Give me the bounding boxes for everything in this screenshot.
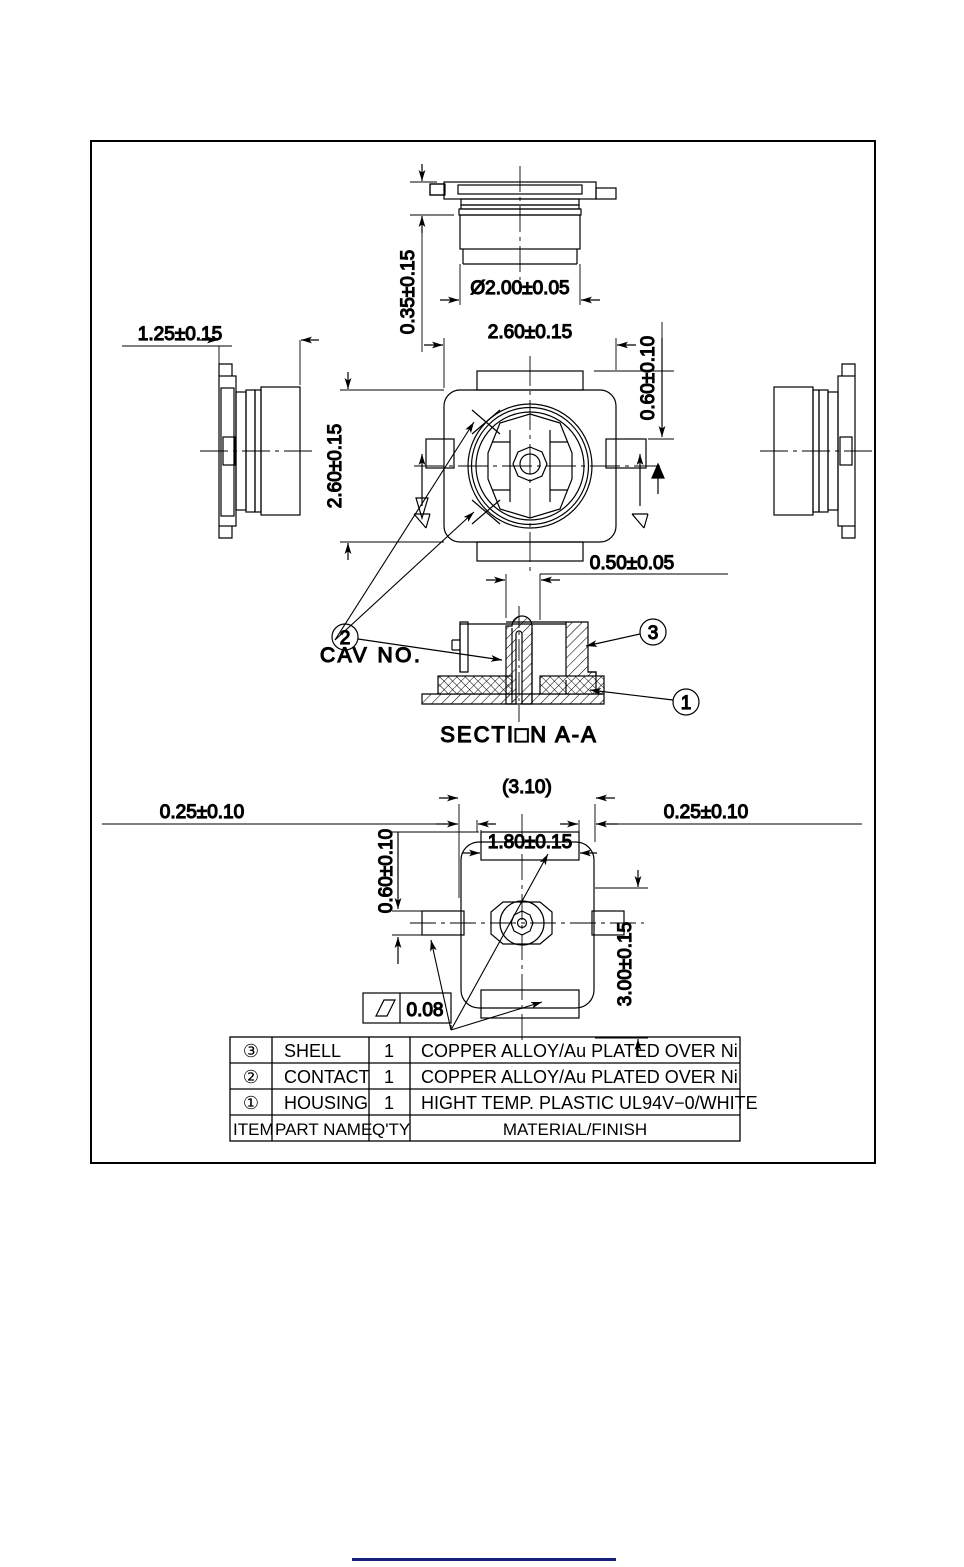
table-row-item: ① bbox=[243, 1093, 259, 1113]
dim-pad-right-label: 0.25±0.10 bbox=[664, 802, 748, 823]
dim-w260-leader bbox=[424, 338, 636, 388]
parts-table-grid bbox=[229, 1036, 741, 1142]
balloon-2-label: 2 bbox=[340, 628, 351, 649]
table-row-qty: 1 bbox=[384, 1093, 394, 1113]
table-row-material: COPPER ALLOY/Au PLATED OVER Ni bbox=[421, 1041, 738, 1061]
table-header-item: ITEM bbox=[233, 1120, 274, 1139]
dim-w260-label: 2.60±0.15 bbox=[488, 322, 572, 343]
dim-050-label: 0.50±0.05 bbox=[590, 553, 674, 574]
dim-310-label: (3.10) bbox=[502, 777, 552, 798]
balloon-2-group bbox=[331, 623, 503, 662]
dim-300-label: 3.00±0.15 bbox=[615, 922, 636, 1006]
table-header-qty: Q'TY bbox=[372, 1120, 410, 1139]
table-row-item: ③ bbox=[243, 1041, 259, 1061]
cav-no-label: CAV NO. bbox=[320, 644, 422, 667]
dim-pad-right-leader bbox=[560, 820, 862, 832]
footer-rule bbox=[352, 1558, 616, 1561]
table-header-material: MATERIAL/FINISH bbox=[503, 1120, 647, 1139]
table-row-qty: 1 bbox=[384, 1067, 394, 1087]
dim-d200-label: Ø2.00±0.05 bbox=[470, 278, 569, 299]
dim-310-leader bbox=[439, 794, 615, 898]
technical-drawing-canvas: 0.35±0.15 Ø2.00±0.05 bbox=[102, 164, 872, 1142]
table-row-part-name: CONTACT bbox=[284, 1067, 370, 1087]
gdt-leaders bbox=[430, 853, 549, 1031]
gdt-value-label: 0.08 bbox=[407, 1000, 444, 1021]
section-mark-right bbox=[631, 454, 665, 529]
dim-pad-offset-label: 0.60±0.10 bbox=[376, 829, 397, 913]
dim-pad-left-label: 0.25±0.10 bbox=[160, 802, 244, 823]
dim-035-leader bbox=[410, 164, 454, 352]
dim-tab060-leader bbox=[594, 322, 674, 440]
bottom-plan-centerlines bbox=[410, 814, 644, 1040]
section-aa-title: SECTI□N A-A bbox=[440, 722, 598, 747]
balloon-1-group bbox=[589, 687, 700, 716]
table-row-qty: 1 bbox=[384, 1041, 394, 1061]
dim-tab060-label: 0.60±0.10 bbox=[638, 336, 659, 420]
drawing-frame-border: 0.35±0.15 Ø2.00±0.05 bbox=[90, 140, 876, 1164]
balloon-1-label: 1 bbox=[681, 693, 692, 714]
bottom-plan-geometry bbox=[421, 831, 625, 1019]
dim-h260-label: 2.60±0.15 bbox=[325, 424, 346, 508]
dim-d200-leader bbox=[440, 264, 600, 305]
table-header-part-name: PART NAME bbox=[275, 1120, 372, 1139]
cav-no-leaders bbox=[334, 421, 475, 641]
gdt-feature-control-frame bbox=[362, 992, 452, 1024]
balloon-3-label: 3 bbox=[648, 623, 659, 644]
section-mark-left bbox=[413, 454, 431, 529]
dim-300-leader bbox=[595, 870, 648, 1056]
section-aa-geometry bbox=[421, 615, 605, 705]
dim-125-label: 1.25±0.15 bbox=[138, 324, 222, 345]
dim-pad-left-leader bbox=[102, 820, 496, 832]
parts-table-text: ③ SHELL 1 COPPER ALLOY/Au PLATED OVER Ni… bbox=[233, 1041, 758, 1139]
table-row-item: ② bbox=[243, 1067, 259, 1087]
table-row-material: HIGHT TEMP. PLASTIC UL94V−0/WHITE bbox=[421, 1093, 758, 1113]
balloon-3-group bbox=[585, 618, 667, 647]
dim-125-leader bbox=[122, 336, 319, 385]
cav-cross-marks bbox=[471, 409, 501, 525]
table-row-material: COPPER ALLOY/Au PLATED OVER Ni bbox=[421, 1067, 738, 1087]
dim-h260-leader bbox=[340, 372, 444, 560]
dim-050-leader bbox=[486, 573, 728, 620]
dim-180-label: 1.80±0.15 bbox=[488, 832, 572, 853]
dim-pad-offset-leader bbox=[392, 831, 479, 964]
dim-180-leader bbox=[463, 830, 597, 857]
top-plan-centerlines bbox=[414, 356, 660, 576]
dim-035-label: 0.35±0.15 bbox=[398, 250, 419, 334]
front-elevation-geometry bbox=[429, 181, 617, 265]
table-row-part-name: SHELL bbox=[284, 1041, 341, 1061]
table-row-part-name: HOUSING bbox=[284, 1093, 368, 1113]
